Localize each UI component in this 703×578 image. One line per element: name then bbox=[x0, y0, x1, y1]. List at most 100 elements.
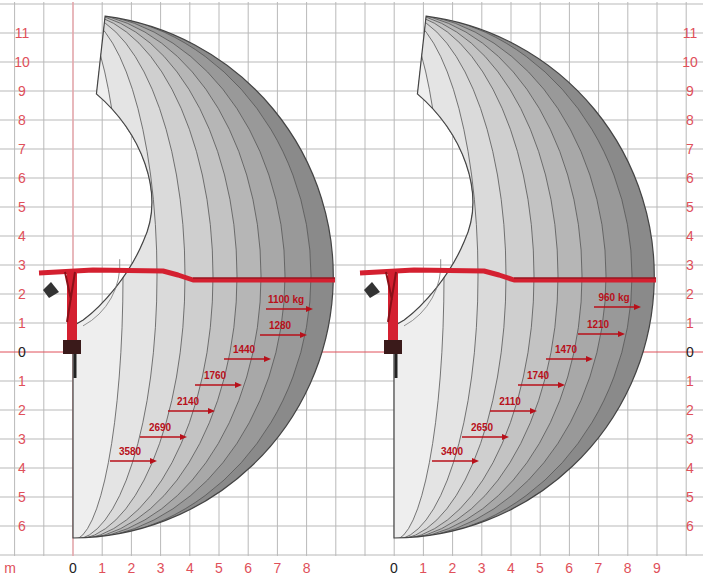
load-value: 1210 bbox=[587, 320, 609, 330]
axis-tick: 0 bbox=[686, 345, 694, 359]
arrow-head bbox=[502, 434, 509, 440]
load-arrow bbox=[260, 334, 302, 335]
load-zone bbox=[0, 12, 237, 540]
arrow-head bbox=[558, 382, 565, 388]
axis-tick: 10 bbox=[682, 55, 698, 69]
crane-figure bbox=[39, 270, 335, 378]
axis-tick: 6 bbox=[18, 519, 26, 533]
axis-tick: 11 bbox=[15, 26, 30, 40]
control-levers bbox=[364, 282, 380, 298]
load-value: 3400 bbox=[441, 447, 463, 457]
arrow-head bbox=[150, 458, 157, 464]
axis-tick: 2 bbox=[686, 287, 694, 301]
load-arrow bbox=[224, 358, 266, 359]
axis-tick: 1 bbox=[98, 561, 106, 575]
axis-tick: 9 bbox=[653, 561, 661, 575]
axis-tick: 4 bbox=[18, 461, 26, 475]
axis-tick: 1 bbox=[419, 561, 427, 575]
arrow-head bbox=[300, 332, 307, 338]
load-arrow bbox=[168, 410, 210, 411]
axis-tick: 8 bbox=[303, 561, 311, 575]
axis-tick: 4 bbox=[686, 461, 694, 475]
load-value: 1740 bbox=[527, 371, 549, 381]
arrow-head bbox=[530, 408, 537, 414]
arrow-head bbox=[208, 408, 215, 414]
load-arrows bbox=[110, 304, 641, 464]
arrow-head bbox=[618, 331, 625, 337]
working-area bbox=[0, 12, 335, 540]
axis-tick: 3 bbox=[18, 258, 26, 272]
load-value: 3580 bbox=[119, 447, 141, 457]
load-value: 1100 kg bbox=[268, 295, 304, 305]
axis-tick: 10 bbox=[14, 55, 30, 69]
grid-line bbox=[0, 555, 703, 556]
axis-tick: 4 bbox=[18, 229, 26, 243]
load-value: 2690 bbox=[149, 423, 171, 433]
load-zone bbox=[0, 12, 285, 540]
load-arrow bbox=[578, 333, 620, 334]
axis-tick: 6 bbox=[686, 171, 694, 185]
axis-tick: 6 bbox=[686, 519, 694, 533]
axis-tick: 3 bbox=[157, 561, 165, 575]
control-levers bbox=[43, 282, 59, 298]
load-arrow bbox=[594, 306, 636, 307]
axis-tick: 5 bbox=[686, 490, 694, 504]
arrow-head bbox=[235, 382, 242, 388]
load-value: 2140 bbox=[177, 397, 199, 407]
axis-tick: 1 bbox=[18, 374, 26, 388]
axis-tick: 7 bbox=[594, 561, 602, 575]
load-value: 2110 bbox=[499, 397, 521, 407]
axis-tick: 4 bbox=[507, 561, 515, 575]
axis-tick: 2 bbox=[448, 561, 456, 575]
axis-tick: 8 bbox=[686, 113, 694, 127]
axis-tick: 7 bbox=[18, 142, 26, 156]
axis-tick: 5 bbox=[18, 200, 26, 214]
crane-figure bbox=[360, 270, 656, 378]
axis-tick: 2 bbox=[686, 403, 694, 417]
axis-tick: 7 bbox=[686, 142, 694, 156]
load-value: 1760 bbox=[204, 371, 226, 381]
load-arrow bbox=[518, 384, 560, 385]
axis-tick: 8 bbox=[624, 561, 632, 575]
grid-line bbox=[14, 2, 15, 556]
unit-label: m bbox=[4, 561, 16, 575]
axis-tick: 8 bbox=[18, 113, 26, 127]
crane-boom bbox=[39, 270, 335, 280]
load-arrow bbox=[110, 460, 152, 461]
axis-tick: 7 bbox=[273, 561, 281, 575]
load-arrow bbox=[462, 436, 504, 437]
axis-tick: 6 bbox=[565, 561, 573, 575]
axis-tick: 3 bbox=[478, 561, 486, 575]
arrow-head bbox=[180, 434, 187, 440]
grid-line bbox=[365, 2, 366, 556]
arrow-head bbox=[264, 356, 271, 362]
working-area bbox=[132, 12, 656, 540]
boom-edge bbox=[193, 278, 335, 279]
axis-tick: 5 bbox=[215, 561, 223, 575]
stabilizer bbox=[74, 354, 77, 378]
crane-boom bbox=[360, 270, 656, 280]
boom-cylinder bbox=[386, 272, 396, 322]
load-arrow bbox=[490, 410, 532, 411]
load-value: 960 kg bbox=[598, 293, 629, 303]
load-zone bbox=[0, 12, 261, 540]
axis-tick: 0 bbox=[18, 345, 26, 359]
arrow-head bbox=[634, 304, 641, 310]
axis-tick: 3 bbox=[686, 258, 694, 272]
axis-tick: 3 bbox=[686, 432, 694, 446]
working-area-outline bbox=[73, 16, 333, 538]
axis-tick: 5 bbox=[686, 200, 694, 214]
load-value: 1280 bbox=[269, 321, 291, 331]
axis-tick: 5 bbox=[18, 490, 26, 504]
load-arrow bbox=[266, 308, 308, 309]
arrow-head bbox=[472, 458, 479, 464]
crane-base bbox=[63, 340, 81, 354]
arrow-head bbox=[306, 306, 313, 312]
axis-tick: 6 bbox=[18, 171, 26, 185]
axis-tick: 9 bbox=[686, 84, 694, 98]
load-zone bbox=[0, 12, 335, 540]
axis-tick: 2 bbox=[127, 561, 135, 575]
axis-tick: 4 bbox=[186, 561, 194, 575]
